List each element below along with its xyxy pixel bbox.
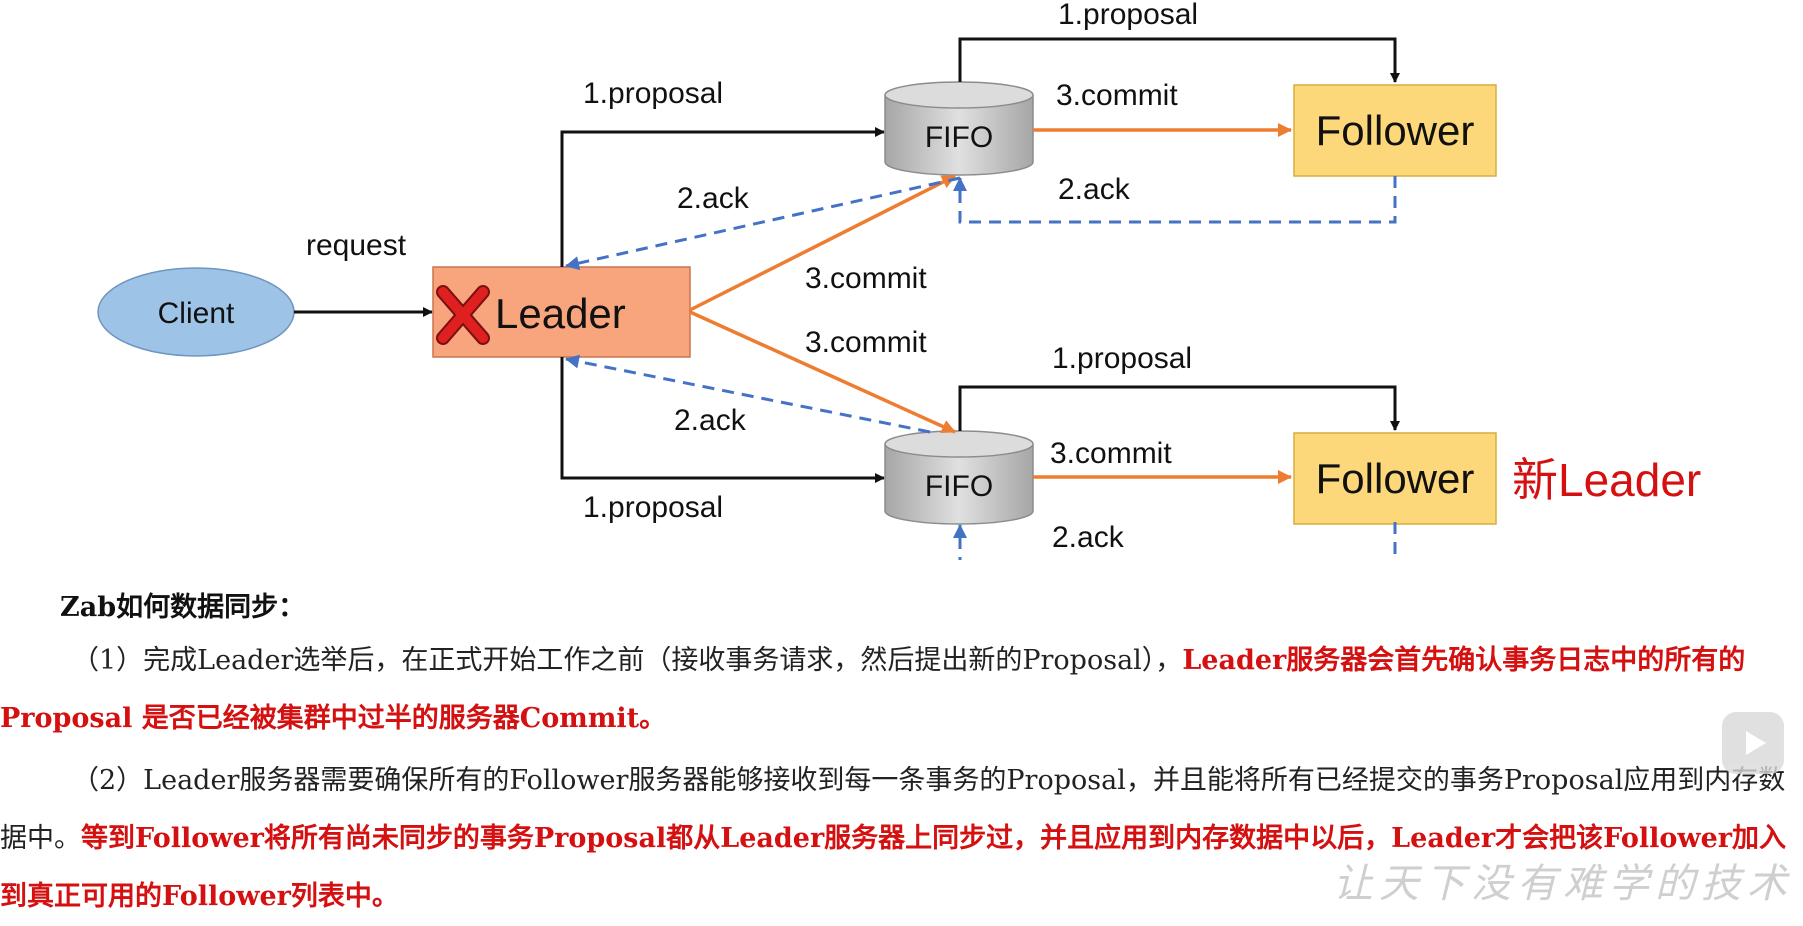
- fifo-top: FIFO: [884, 81, 1034, 176]
- follower-top: Follower: [1293, 84, 1497, 177]
- ack-arrow-follower-bottom: [953, 522, 1397, 560]
- proposal-arrow-follower-top: [958, 37, 1400, 83]
- fifo-bottom-label: FIFO: [925, 470, 993, 503]
- follower-bottom-label: Follower: [1316, 455, 1475, 502]
- zab-sync-diagram: Client request Leader 1.proposal 1.propo…: [97, 0, 1701, 560]
- ack-label-leader-bottom: 2.ack: [674, 404, 747, 437]
- paragraph-1: （1）完成Leader选举后，在正式开始工作之前（接收事务请求，然后提出新的Pr…: [0, 632, 1790, 748]
- proposal-arrow-top: [560, 127, 885, 267]
- ack-label-follower-top: 2.ack: [1058, 173, 1131, 206]
- ack-arrow-leader-top: [565, 176, 961, 270]
- follower-bottom: Follower: [1293, 432, 1497, 525]
- follower-top-label: Follower: [1316, 107, 1475, 154]
- ack-arrow-follower-top: [953, 176, 1397, 224]
- proposal-label-bottom: 1.proposal: [583, 491, 723, 524]
- commit-arrow-leader-bottom: [689, 310, 956, 434]
- ack-label-leader-top: 2.ack: [677, 182, 750, 215]
- proposal-arrow-bottom: [560, 357, 885, 483]
- commit-label-leader-top: 3.commit: [805, 262, 927, 295]
- watermark: 让天下没有难学的技术: [1333, 861, 1793, 907]
- cross-icon: [436, 285, 490, 345]
- section-heading: Zab如何数据同步：: [60, 592, 306, 623]
- proposal-label-follower-top: 1.proposal: [1058, 0, 1198, 31]
- proposal-label-follower-bottom: 1.proposal: [1052, 342, 1192, 375]
- commit-label-follower-bottom: 3.commit: [1050, 437, 1172, 470]
- request-label: request: [306, 229, 407, 262]
- proposal-label-top: 1.proposal: [583, 77, 723, 110]
- new-leader-label: 新Leader: [1512, 454, 1701, 506]
- paragraph-2-normal: （2）Leader服务器需要确保所有的Follower服务器能够接收到每一条事务…: [0, 765, 1786, 854]
- paragraph-2-red: 等到Follower将所有尚未同步的事务Proposal都从Leader服务器上…: [0, 823, 1786, 912]
- commit-label-leader-bottom: 3.commit: [805, 326, 927, 359]
- paragraph-1-red: Leader服务器会首先确认事务日志中的所有的Proposal 是否已经被集群中…: [0, 645, 1746, 734]
- ack-arrow-leader-bottom: [565, 354, 931, 434]
- paragraph-2: （2）Leader服务器需要确保所有的Follower服务器能够接收到每一条事务…: [0, 752, 1790, 926]
- paragraph-1-normal: （1）完成Leader选举后，在正式开始工作之前（接收事务请求，然后提出新的Pr…: [72, 645, 1183, 676]
- play-button-icon[interactable]: [1722, 712, 1784, 774]
- leader-label: Leader: [495, 290, 626, 337]
- leader-node: Leader: [432, 266, 691, 358]
- ack-label-follower-bottom: 2.ack: [1052, 521, 1125, 554]
- client-node: Client: [97, 267, 295, 357]
- fifo-bottom: FIFO: [884, 430, 1034, 525]
- commit-label-follower-top: 3.commit: [1056, 79, 1178, 112]
- proposal-arrow-follower-bottom: [958, 385, 1400, 431]
- commit-arrow-leader-top: [689, 174, 956, 312]
- fifo-top-label: FIFO: [925, 121, 993, 154]
- client-label: Client: [158, 297, 235, 330]
